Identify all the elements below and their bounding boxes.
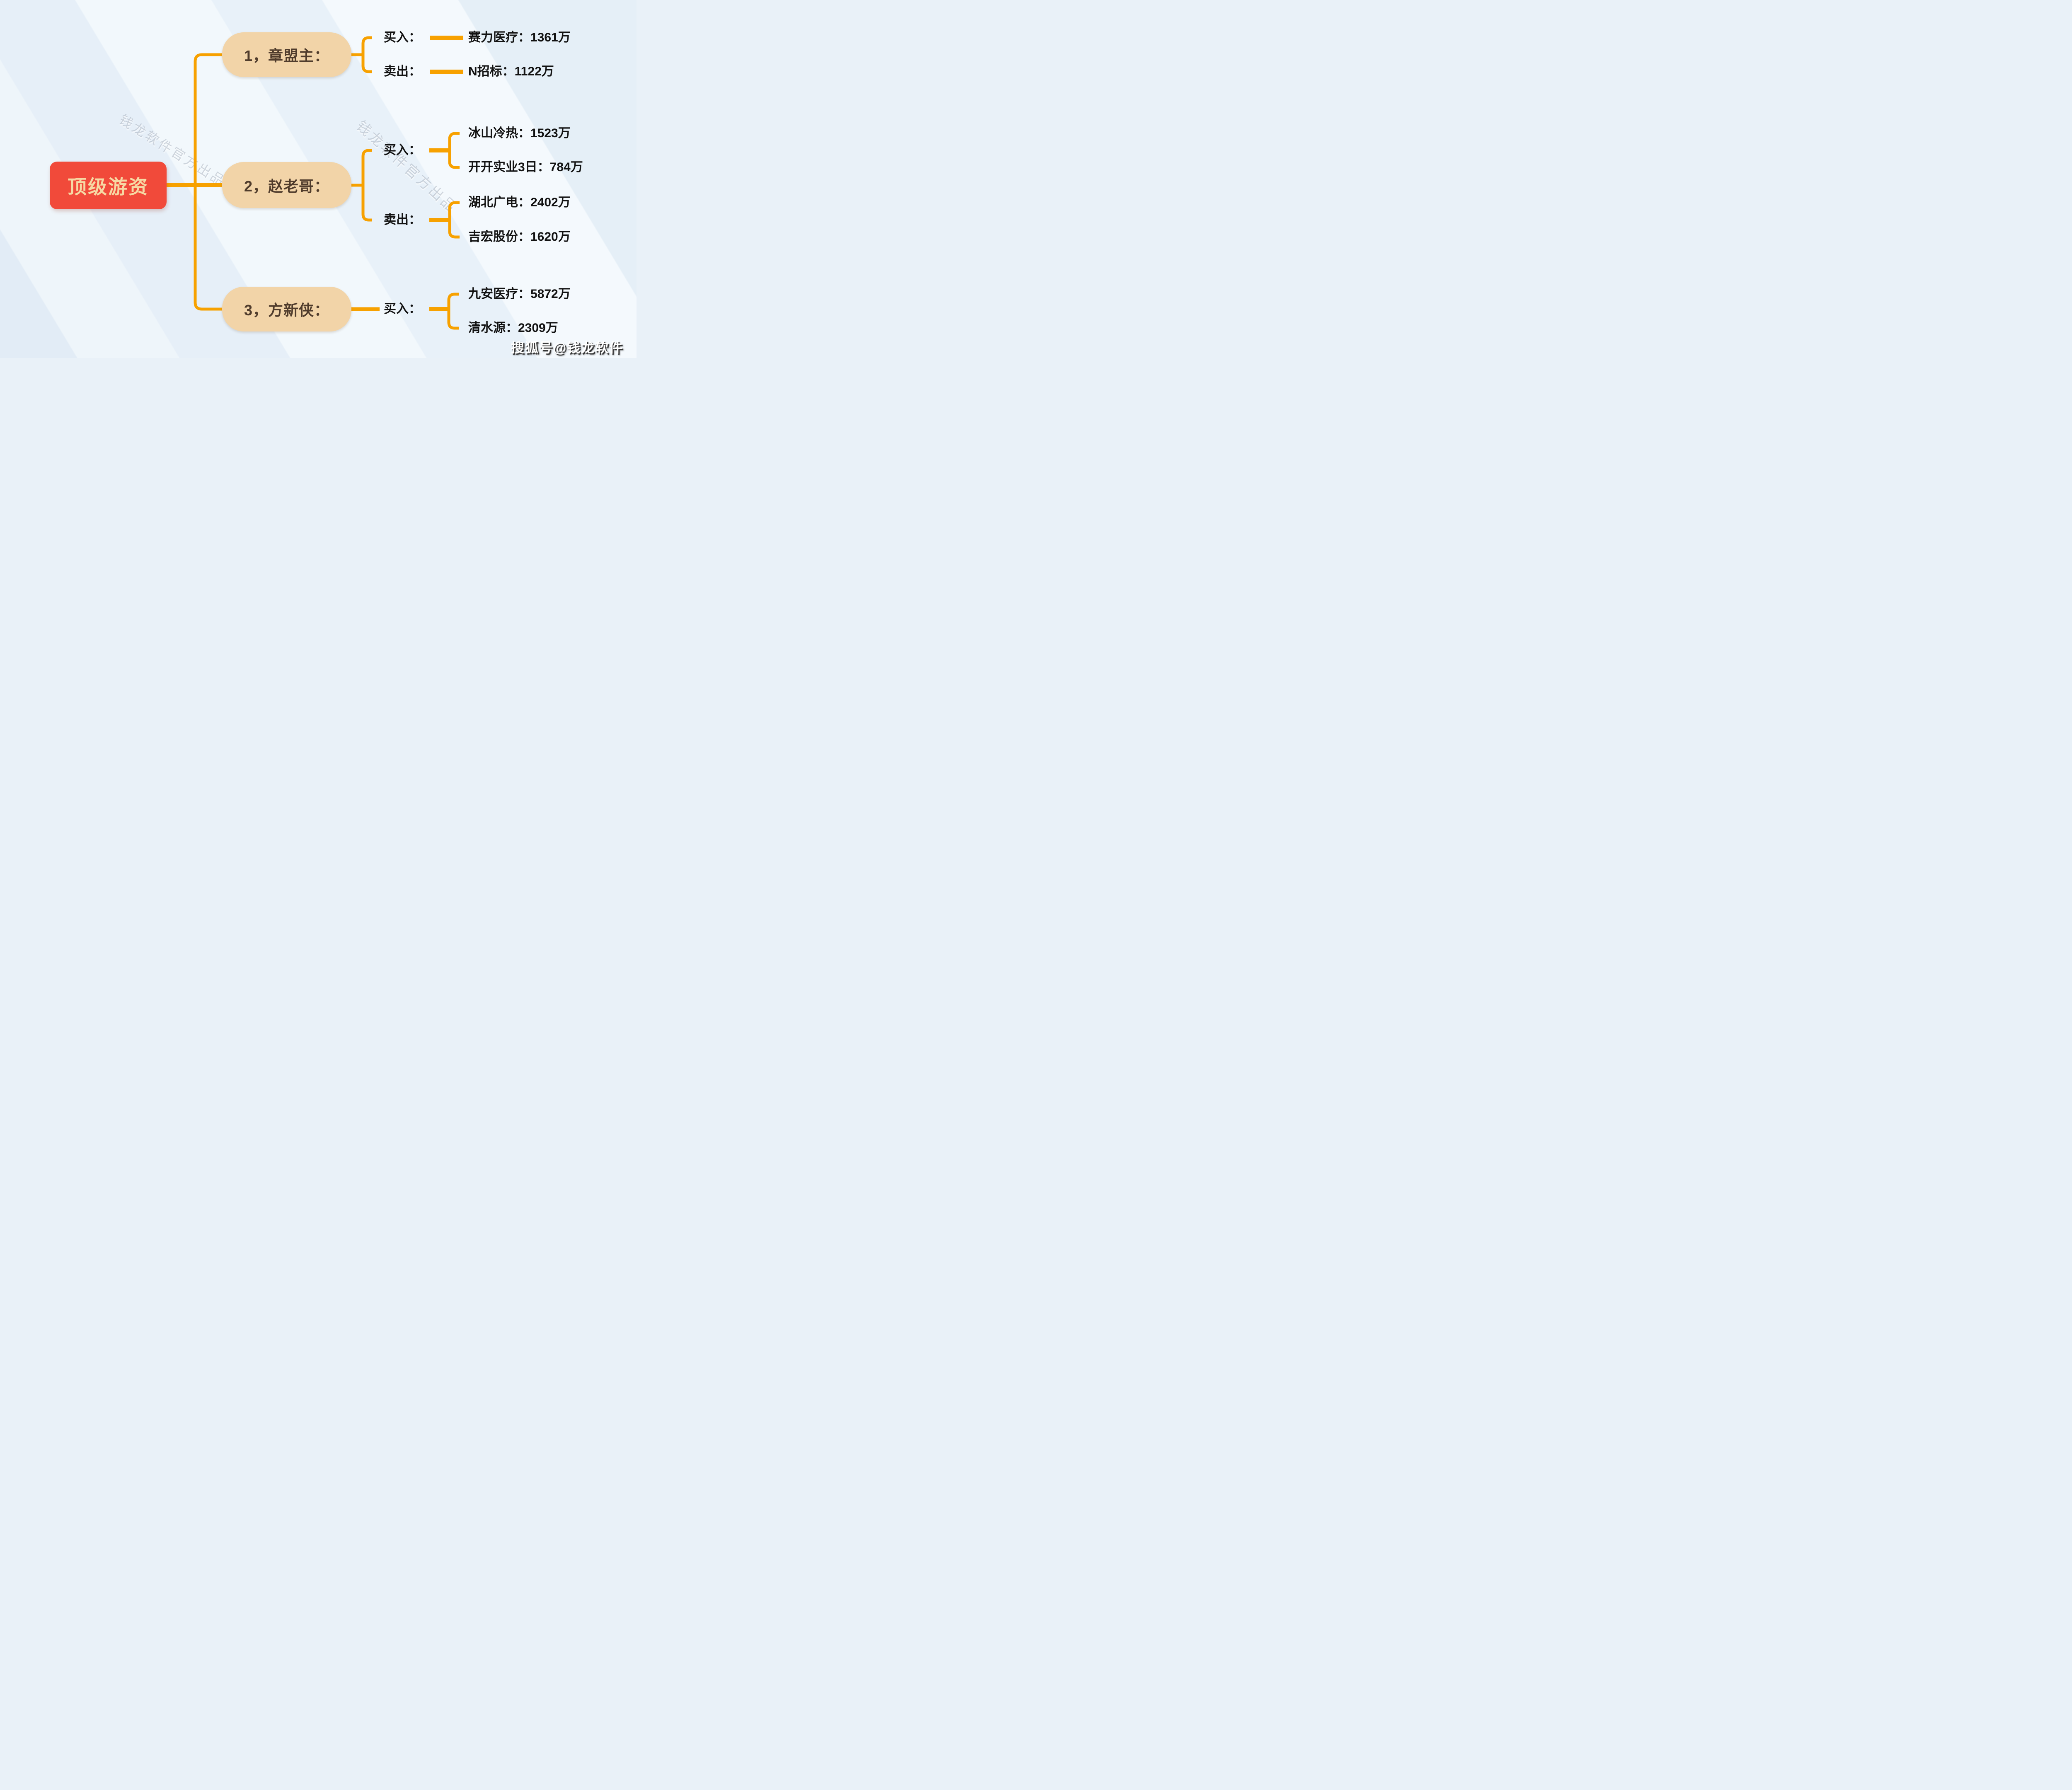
connector-branch3-buy-brace (447, 293, 459, 330)
stock-item: 清水源：2309万 (468, 321, 558, 335)
connector-branch1-brace (361, 36, 372, 73)
stock-item: 湖北广电：2402万 (468, 196, 571, 209)
branch-node-3: 3，方新侠： (222, 287, 351, 331)
stock-item: 赛力医疗：1361万 (468, 31, 571, 44)
buy-label: 买入： (384, 302, 421, 316)
stock-item: 冰山冷热：1523万 (468, 126, 571, 140)
watermark-credit: 搜狐号@钱龙软件 (511, 340, 623, 355)
branch-node-2: 2，赵老哥： (222, 162, 351, 208)
root-node: 顶级游资 (50, 162, 167, 209)
connector-branch2-sell-brace (448, 201, 460, 239)
sell-label: 卖出： (384, 213, 421, 227)
stock-item: N招标：1122万 (468, 65, 554, 78)
sell-label: 卖出： (384, 65, 421, 78)
mindmap-connectors (166, 36, 463, 330)
stock-item: 吉宏股份：1620万 (468, 230, 571, 244)
buy-label: 买入： (384, 143, 421, 157)
connector-branch2-buy-brace (448, 132, 460, 169)
buy-label: 买入： (384, 31, 421, 44)
connector-branch2-brace (361, 149, 372, 222)
branch-node-1: 1，章盟主： (222, 32, 351, 77)
connector-trunk (194, 53, 223, 311)
stock-item: 开开实业3日：784万 (468, 160, 583, 174)
stock-item: 九安医疗：5872万 (468, 287, 571, 301)
